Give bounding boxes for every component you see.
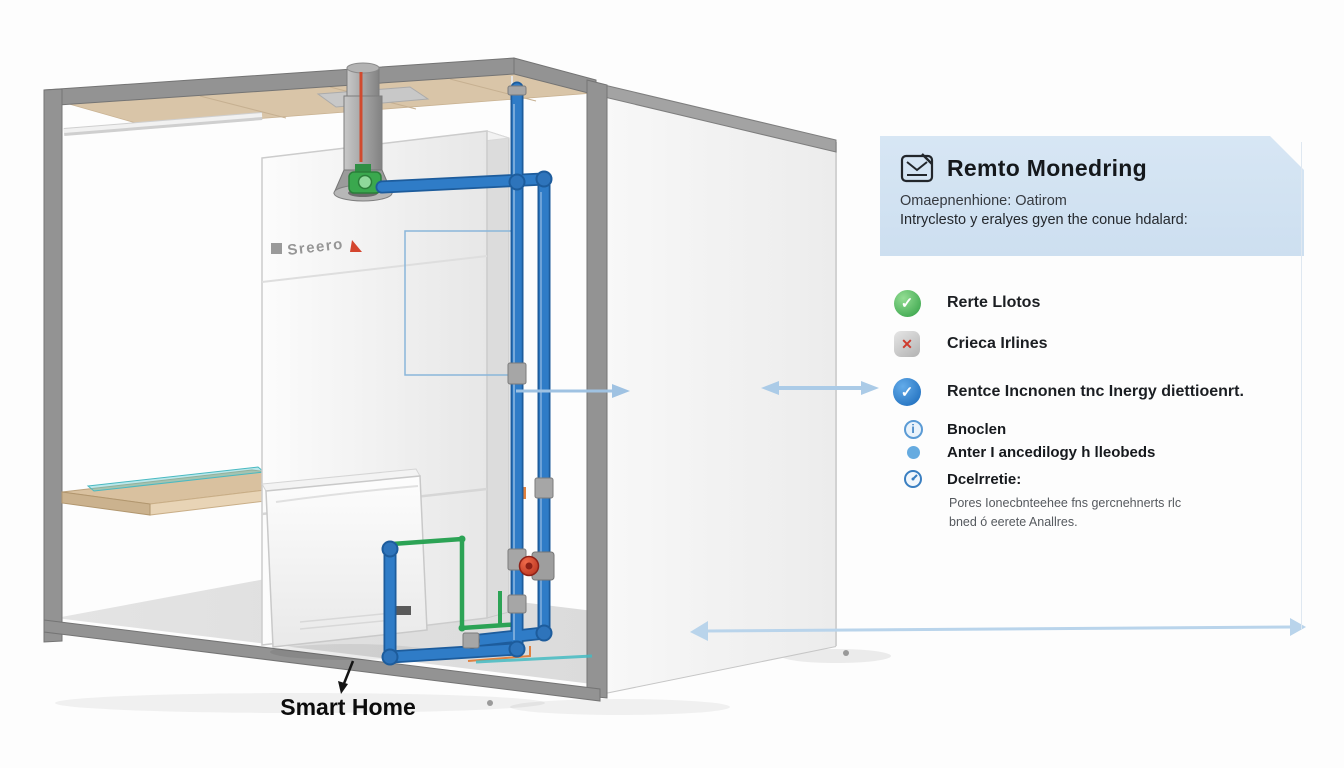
list-item: ✓ Rentce Incnonen tnc Inergy diettioenrt… — [893, 378, 1244, 406]
list-item: ✓ Rerte Llotos — [893, 289, 1040, 317]
remote-monitoring-icon — [900, 151, 934, 185]
bullet-dot-icon — [906, 445, 920, 459]
info-circle-icon: i — [903, 419, 923, 439]
paragraph-line: Pores Ionecbnteehee fns gercnehnerts rlc — [949, 496, 1182, 510]
panel-header: Remto Monedring Omaepnenhione: Oatirom I… — [880, 136, 1304, 256]
smart-home-label: Smart Home — [280, 694, 415, 720]
tank-brand-accent — [350, 240, 362, 252]
teal-floor-line — [475, 654, 593, 664]
gauge-icon — [903, 469, 923, 489]
right-wall — [599, 83, 837, 694]
panel-edge-line — [1301, 142, 1302, 630]
list-item: i Bnoclen — [903, 415, 1006, 443]
list-item-label: Rentce Incnonen tnc Inergy diettioenrt. — [947, 383, 1244, 400]
list-item-label: Bnoclen — [947, 420, 1007, 438]
green-pipes — [389, 535, 523, 632]
gray-cross-icon: ✕ — [894, 331, 920, 357]
check-glyph: ✓ — [900, 384, 914, 401]
room-frame — [43, 57, 608, 702]
blue-pipes — [375, 81, 555, 666]
paragraph-line: bned ó eerete Anallres. — [949, 514, 1078, 529]
panel-subtitle-1: Omaepnenhione: Oatirom — [900, 193, 1067, 209]
list-item-label: Rerte Llotos — [947, 294, 1041, 311]
panel-subtitle-2: Intryclesto y eralyes gyen the conue hda… — [900, 212, 1188, 228]
tank-brand-label: Sreero — [287, 236, 345, 259]
list-item: Dcelrretie: — [903, 465, 1021, 493]
list-item-label: Crieca Irlines — [947, 335, 1048, 352]
check-glyph: ✓ — [900, 295, 914, 312]
front-appliance — [261, 468, 430, 660]
list-item-label: Anter I ancedilogy h lleobeds — [947, 443, 1156, 461]
panel-title-row: Remto Monedring — [900, 151, 1284, 185]
info-glyph: i — [911, 422, 915, 436]
ground-shadows — [55, 649, 891, 715]
panel-paragraph: Pores Ionecbnteehee fns gercnehnerts rlc… — [949, 494, 1259, 532]
pipe-couplings — [462, 85, 554, 649]
green-check-icon: ✓ — [893, 289, 921, 317]
cross-glyph: ✕ — [901, 335, 913, 352]
bottom-span-arrow — [690, 618, 1306, 641]
appliance-display — [396, 606, 411, 615]
red-valve — [518, 551, 555, 581]
blue-check-icon: ✓ — [893, 378, 921, 406]
double-arrow — [761, 381, 879, 395]
panel-title: Remto Monedring — [947, 154, 1147, 181]
list-item: ✕ Crieca Irlines — [893, 330, 1048, 358]
flow-arrow-right — [516, 384, 630, 398]
wall-rail — [63, 112, 263, 136]
list-item: Anter I ancedilogy h lleobeds — [903, 438, 1155, 466]
smart-home-callout: Smart Home — [280, 660, 416, 720]
list-item-label: Dcelrretie: — [947, 470, 1022, 488]
